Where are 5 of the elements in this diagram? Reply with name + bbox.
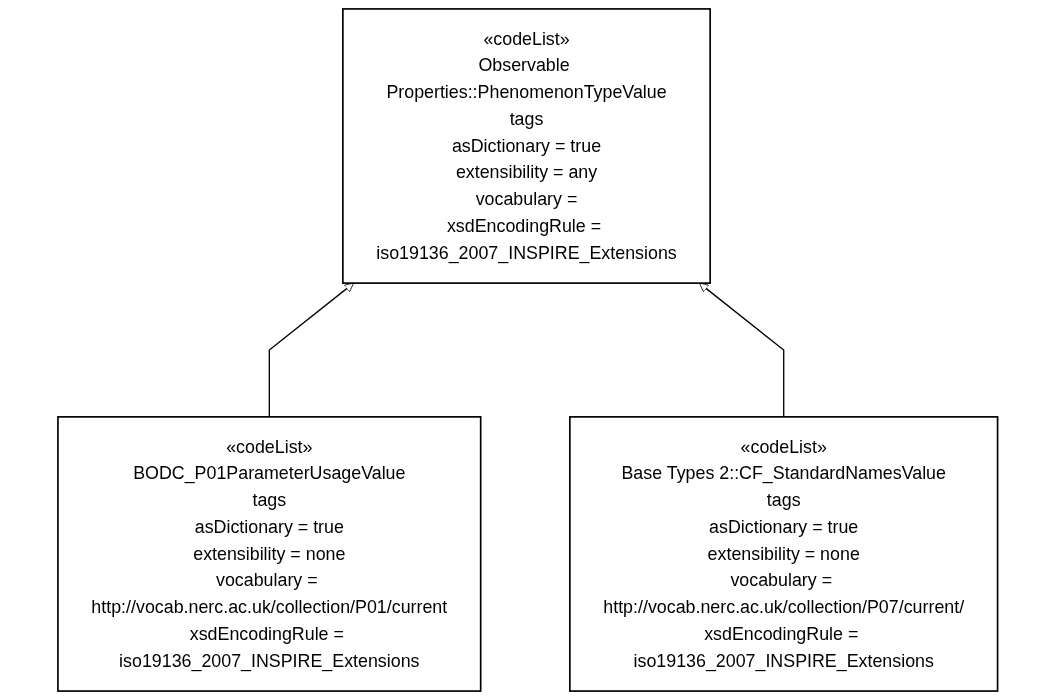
node-box: «codeList» BODC_P01ParameterUsageValue tags asDictionary = true extensibility = none vocabulary = http://vocab.nerc.ac.uk/collection/P01/current xsdEncodingRule = iso19136_2007_INSPIRE_Extensions (56, 416, 482, 692)
node-box: «codeList» Observable Properties::PhenomenonTypeValue tags asDictionary = true extensibility = any vocabulary = xsdEncodingRule = iso19136_2007_INSPIRE_Extensions (341, 8, 711, 284)
node-box: «codeList» Base Types 2::CF_StandardNamesValue tags asDictionary = true extensibility = none vocabulary = http://vocab.nerc.ac.uk/collection/P07/current/ xsdEncodingRule = iso19136_2007_INSPIRE_Extensions (568, 416, 999, 692)
arrow (698, 282, 785, 418)
arrow (268, 282, 354, 418)
